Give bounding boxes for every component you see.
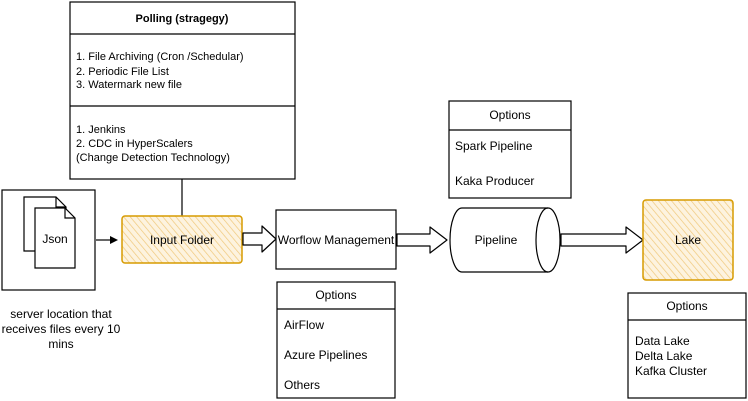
polling-list1-item-1: 1. File Archiving (Cron /Schedular) — [76, 51, 244, 63]
lake-options-box: Options Data Lake Delta Lake Kafka Clust… — [627, 292, 747, 399]
polling-title: Polling (stragegy) — [136, 13, 229, 25]
pipeline-options-title: Options — [489, 108, 530, 122]
lake-box — [642, 199, 734, 281]
polling-box-frame — [69, 1, 296, 180]
polling-list2-item-2: 2. CDC in HyperScalers — [76, 138, 193, 150]
source-caption-line-3: mins — [48, 337, 73, 351]
source-server-box: Json — [1, 189, 96, 291]
workflow-option-item-1: AirFlow — [284, 318, 324, 332]
lake-node: Lake — [642, 199, 734, 281]
input-folder-box — [121, 215, 243, 264]
polling-list2-item-1: 1. Jenkins — [76, 124, 126, 136]
arrow-pipeline-to-lake — [560, 226, 644, 254]
arrow-source-to-input — [96, 236, 118, 244]
lake-options-title: Options — [666, 299, 707, 313]
workflow-box — [275, 209, 397, 270]
polling-list1-item-2: 2. Periodic File List — [76, 66, 169, 78]
lake-option-item-1: Data Lake — [635, 334, 690, 348]
pipeline-option-item-1: Spark Pipeline — [455, 139, 533, 153]
polling-strategy-box: Polling (stragegy) 1. File Archiving (Cr… — [69, 1, 296, 180]
workflow-option-item-3: Others — [284, 378, 320, 392]
arrow-workflow-to-pipeline — [396, 226, 448, 254]
input-folder-label: Input Folder — [150, 233, 214, 247]
pipeline-options-frame — [448, 100, 572, 199]
input-folder-node: Input Folder — [121, 215, 243, 264]
pipeline-label: Pipeline — [475, 233, 518, 247]
polling-list1-item-3: 3. Watermark new file — [76, 79, 182, 91]
pipeline-node: Pipeline — [449, 207, 561, 273]
pipeline-options-box: Options Spark Pipeline Kaka Producer — [448, 100, 572, 199]
pipeline-option-item-2: Kaka Producer — [455, 174, 534, 188]
source-caption-line-1: server location that — [10, 307, 112, 321]
workflow-option-item-2: Azure Pipelines — [284, 348, 367, 362]
lake-options-frame — [627, 292, 747, 399]
source-caption-line-2: receives files every 10 — [2, 322, 121, 336]
json-file-label: Json — [42, 232, 67, 246]
polling-list2-item-3: (Change Detection Technology) — [76, 152, 230, 164]
workflow-label: Worflow Management — [278, 233, 395, 247]
workflow-options-box: Options AirFlow Azure Pipelines Others — [276, 281, 396, 399]
arrow-input-to-workflow — [242, 225, 277, 253]
workflow-options-frame — [276, 281, 396, 399]
lake-option-item-3: Kafka Cluster — [635, 364, 707, 378]
workflow-node: Worflow Management — [275, 209, 397, 270]
workflow-options-title: Options — [315, 288, 356, 302]
lake-option-item-2: Delta Lake — [635, 349, 693, 363]
lake-label: Lake — [675, 233, 701, 247]
json-file-icon — [34, 207, 76, 269]
